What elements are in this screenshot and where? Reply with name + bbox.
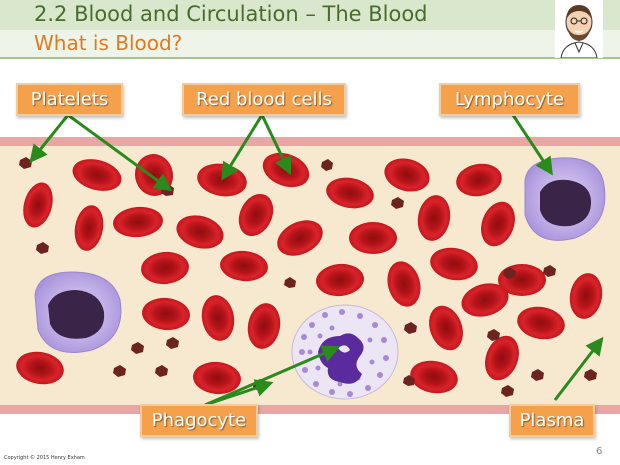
- red-blood-cell: [517, 306, 565, 340]
- red-blood-cell: [429, 305, 463, 351]
- arrow-rbc-left: [221, 114, 264, 181]
- red-blood-cell: [142, 297, 190, 331]
- red-blood-cell: [74, 205, 104, 251]
- copyright-text: Copyright © 2015 Henry Exham: [4, 455, 85, 461]
- red-blood-cell: [176, 215, 224, 249]
- red-blood-cell: [238, 193, 274, 237]
- platelet: [403, 375, 415, 386]
- red-blood-cell: [247, 303, 281, 349]
- red-blood-cell: [417, 195, 451, 241]
- platelet: [584, 369, 597, 381]
- platelet: [404, 322, 417, 334]
- presenter-avatar-icon: [555, 0, 603, 58]
- platelet: [501, 385, 514, 397]
- red-blood-cell: [316, 263, 364, 297]
- arrow-platelets-left: [29, 114, 70, 164]
- red-blood-cell: [23, 182, 53, 228]
- arrow-platelets-right: [67, 113, 173, 192]
- platelet: [531, 369, 544, 381]
- platelet: [503, 267, 516, 279]
- platelet: [19, 157, 32, 169]
- red-blood-cells: [16, 152, 603, 395]
- label-plasma: Plasma: [509, 404, 595, 437]
- vessel-wall-bottom: [0, 405, 620, 414]
- label-platelets: Platelets: [16, 83, 123, 116]
- red-blood-cell: [16, 351, 64, 385]
- arrow-phagocyte-right: [204, 345, 341, 407]
- red-blood-cell: [387, 261, 421, 307]
- label-red-blood-cells: Red blood cells: [182, 83, 346, 116]
- red-blood-cell: [201, 295, 235, 341]
- red-blood-cell: [220, 250, 268, 282]
- platelet: [155, 365, 168, 377]
- platelet: [487, 329, 500, 341]
- lymphocyte-right: [524, 157, 606, 241]
- label-arrows: [29, 113, 604, 407]
- page-number: 6: [596, 446, 603, 457]
- phagocyte-cell: [291, 304, 399, 400]
- arrow-rbc-right: [260, 114, 292, 176]
- platelet: [131, 342, 144, 354]
- platelet: [166, 337, 179, 349]
- red-blood-cell: [456, 163, 502, 197]
- arrow-lymphocyte: [511, 114, 553, 176]
- platelet: [543, 265, 556, 277]
- slide-subtitle: What is Blood?: [34, 31, 183, 55]
- lymphocyte-left: [34, 271, 122, 353]
- red-blood-cell: [113, 206, 163, 238]
- title-band: [0, 0, 620, 30]
- red-blood-cell: [326, 177, 374, 209]
- red-blood-cell: [72, 159, 122, 191]
- red-blood-cell: [141, 251, 189, 285]
- red-blood-cell: [277, 220, 323, 256]
- phagocyte-granules: [299, 309, 389, 397]
- red-blood-cell: [485, 335, 519, 381]
- label-phagocyte: Phagocyte: [140, 404, 258, 437]
- red-blood-cell: [384, 158, 430, 192]
- label-lymphocyte: Lymphocyte: [439, 83, 580, 116]
- platelet: [321, 159, 333, 171]
- platelet: [113, 365, 126, 377]
- red-blood-cell: [193, 361, 241, 395]
- slide-header: 2.2 Blood and Circulation – The Blood Wh…: [0, 0, 620, 60]
- red-blood-cell: [430, 247, 478, 281]
- platelet: [36, 242, 49, 254]
- slide-title: 2.2 Blood and Circulation – The Blood: [34, 2, 428, 26]
- subtitle-band: [0, 30, 620, 57]
- red-blood-cell: [481, 201, 515, 247]
- arrow-plasma: [553, 336, 604, 401]
- red-blood-cell: [349, 222, 397, 254]
- header-rule: [0, 57, 620, 59]
- platelet: [391, 197, 404, 209]
- red-blood-cell: [569, 273, 603, 319]
- platelet: [284, 277, 296, 288]
- vessel-wall-top: [0, 137, 620, 146]
- red-blood-cell: [461, 283, 509, 317]
- red-blood-cell: [410, 360, 458, 394]
